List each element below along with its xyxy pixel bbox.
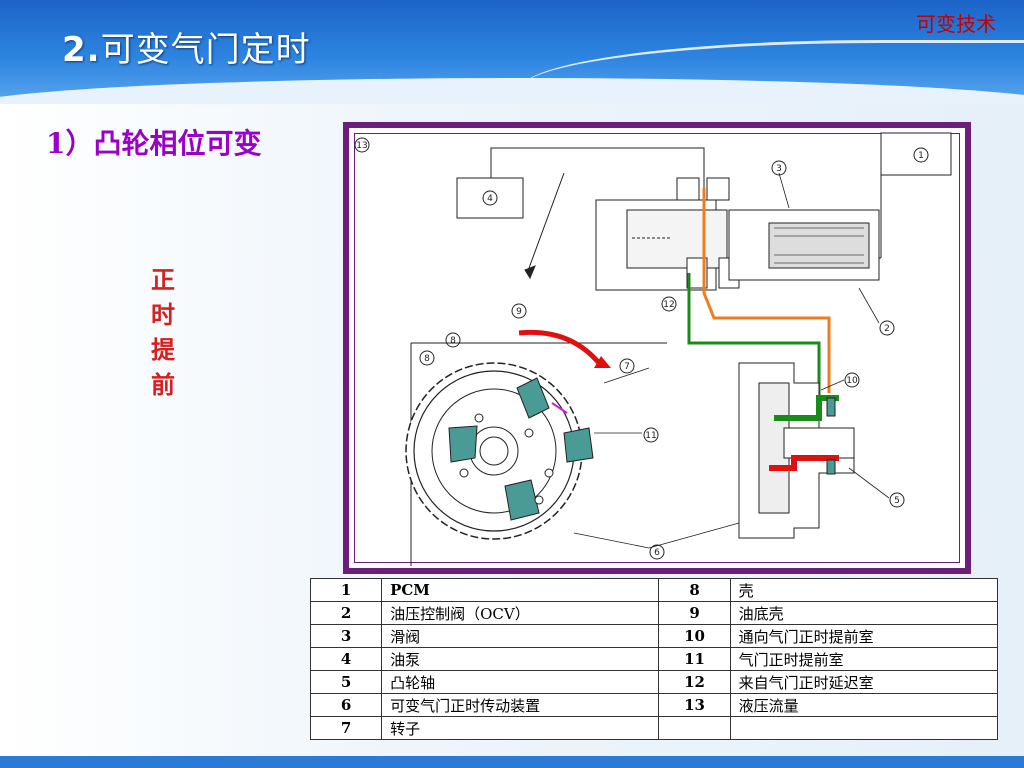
pcm-box <box>880 132 952 176</box>
callout-8-top: 8 <box>445 332 461 348</box>
callout-10: 10 <box>844 372 860 388</box>
legend-desc: 壳 <box>729 578 999 602</box>
svg-text:10: 10 <box>846 376 858 386</box>
legend-desc: 滑阀 <box>381 624 660 648</box>
orange-oil-line <box>702 188 831 393</box>
svg-text:7: 7 <box>624 362 630 372</box>
table-row: 2 油压控制阀（OCV） 9 油底壳 <box>309 601 999 625</box>
legend-desc: 来自气门正时延迟室 <box>729 670 999 694</box>
legend-num: 9 <box>658 601 731 625</box>
legend-desc: 液压流量 <box>729 693 999 717</box>
camshaft-housing <box>738 362 855 539</box>
svg-text:2: 2 <box>884 324 890 334</box>
vertical-char: 前 <box>151 370 175 399</box>
section-tag: 可变技术 <box>916 12 996 36</box>
drain-arrow <box>524 265 536 280</box>
legend-desc: 油泵 <box>381 647 660 671</box>
header-wave-line <box>520 40 1024 104</box>
callout-2: 2 <box>879 320 895 336</box>
svg-text:11: 11 <box>645 431 656 441</box>
table-row: 4 油泵 11 气门正时提前室 <box>309 647 999 671</box>
page-title: 2.可变气门定时 <box>62 22 311 71</box>
footer-bar <box>0 756 1024 768</box>
leader-lines <box>573 172 890 549</box>
callout-11: 11 <box>643 427 659 443</box>
legend-desc: 通向气门正时提前室 <box>729 624 999 648</box>
callout-8: 8 <box>419 350 435 366</box>
callout-5: 5 <box>889 492 905 508</box>
legend-desc: 凸轮轴 <box>381 670 660 694</box>
legend-desc <box>729 716 999 740</box>
oil-pump-box <box>456 177 524 219</box>
vvt-diagram: 13 1 4 3 2 9 12 8 8 7 11 10 5 6 <box>354 132 952 566</box>
vertical-char: 时 <box>151 300 175 329</box>
legend-desc: 气门正时提前室 <box>729 647 999 671</box>
svg-text:9: 9 <box>516 307 522 317</box>
diagram-canvas: 13 1 4 3 2 9 12 8 8 7 11 10 5 6 <box>348 127 966 569</box>
advance-port <box>826 397 836 417</box>
legend-num: 1 <box>309 578 383 602</box>
callout-6: 6 <box>649 544 665 560</box>
legend-num: 12 <box>658 670 731 694</box>
legend-num: 3 <box>309 624 383 648</box>
retard-port <box>826 459 836 475</box>
callout-13: 13 <box>354 137 370 153</box>
rotation-arrowhead <box>594 356 611 368</box>
table-row: 1 PCM 8 壳 <box>309 578 999 602</box>
callout-labels: 13 1 4 3 2 9 12 8 8 7 11 10 5 6 <box>354 137 929 560</box>
legend-num: 5 <box>309 670 383 694</box>
legend-num <box>658 716 731 740</box>
solenoid-coil <box>774 227 864 264</box>
legend-num: 7 <box>309 716 383 740</box>
legend-num: 4 <box>309 647 383 671</box>
legend-num: 10 <box>658 624 731 648</box>
ocv-valve <box>595 177 880 291</box>
table-row: 5 凸轮轴 12 来自气门正时延迟室 <box>309 670 999 694</box>
vertical-char: 正 <box>151 265 175 294</box>
subtitle: 1）凸轮相位可变 <box>46 127 262 160</box>
legend-desc: 转子 <box>381 716 660 740</box>
vertical-char: 提 <box>151 335 175 364</box>
legend-num: 13 <box>658 693 731 717</box>
svg-text:13: 13 <box>356 141 367 151</box>
callout-4: 4 <box>482 190 498 206</box>
legend-num: 2 <box>309 601 383 625</box>
svg-text:5: 5 <box>894 496 900 506</box>
legend-desc: PCM <box>381 578 660 602</box>
svg-text:12: 12 <box>663 300 674 310</box>
callout-12: 12 <box>661 296 677 312</box>
callout-1: 1 <box>913 147 929 163</box>
svg-text:8: 8 <box>450 336 456 346</box>
svg-text:1: 1 <box>918 151 924 161</box>
svg-text:4: 4 <box>487 194 493 204</box>
legend-num: 8 <box>658 578 731 602</box>
legend-desc: 油压控制阀（OCV） <box>381 601 660 625</box>
callout-9: 9 <box>511 303 527 319</box>
legend-num: 11 <box>658 647 731 671</box>
title-number: 2. <box>62 30 101 70</box>
svg-text:8: 8 <box>424 354 430 364</box>
title-text: 可变气门定时 <box>100 30 311 70</box>
table-row: 7 转子 <box>309 716 999 740</box>
table-row: 6 可变气门正时传动装置 13 液压流量 <box>309 693 999 717</box>
legend-desc: 可变气门正时传动装置 <box>381 693 660 717</box>
svg-text:3: 3 <box>776 164 782 174</box>
diagram-inner-border <box>354 133 960 563</box>
table-row: 3 滑阀 10 通向气门正时提前室 <box>309 624 999 648</box>
svg-text:6: 6 <box>654 548 660 558</box>
legend-table: 1 PCM 8 壳 2 油压控制阀（OCV） 9 油底壳 3 滑阀 10 通向气… <box>309 578 999 740</box>
header-banner: 2.可变气门定时 可变技术 <box>0 0 1024 104</box>
rotation-arrow <box>518 329 601 365</box>
callout-7: 7 <box>619 358 635 374</box>
vertical-note: 正 时 提 前 <box>147 262 179 402</box>
legend-num: 6 <box>309 693 383 717</box>
diagram-frame: 13 1 4 3 2 9 12 8 8 7 11 10 5 6 <box>343 122 971 574</box>
advance-arrow <box>551 402 568 414</box>
red-channel <box>769 455 839 471</box>
legend-desc: 油底壳 <box>729 601 999 625</box>
callout-3: 3 <box>771 160 787 176</box>
sprocket-inset <box>405 342 667 566</box>
